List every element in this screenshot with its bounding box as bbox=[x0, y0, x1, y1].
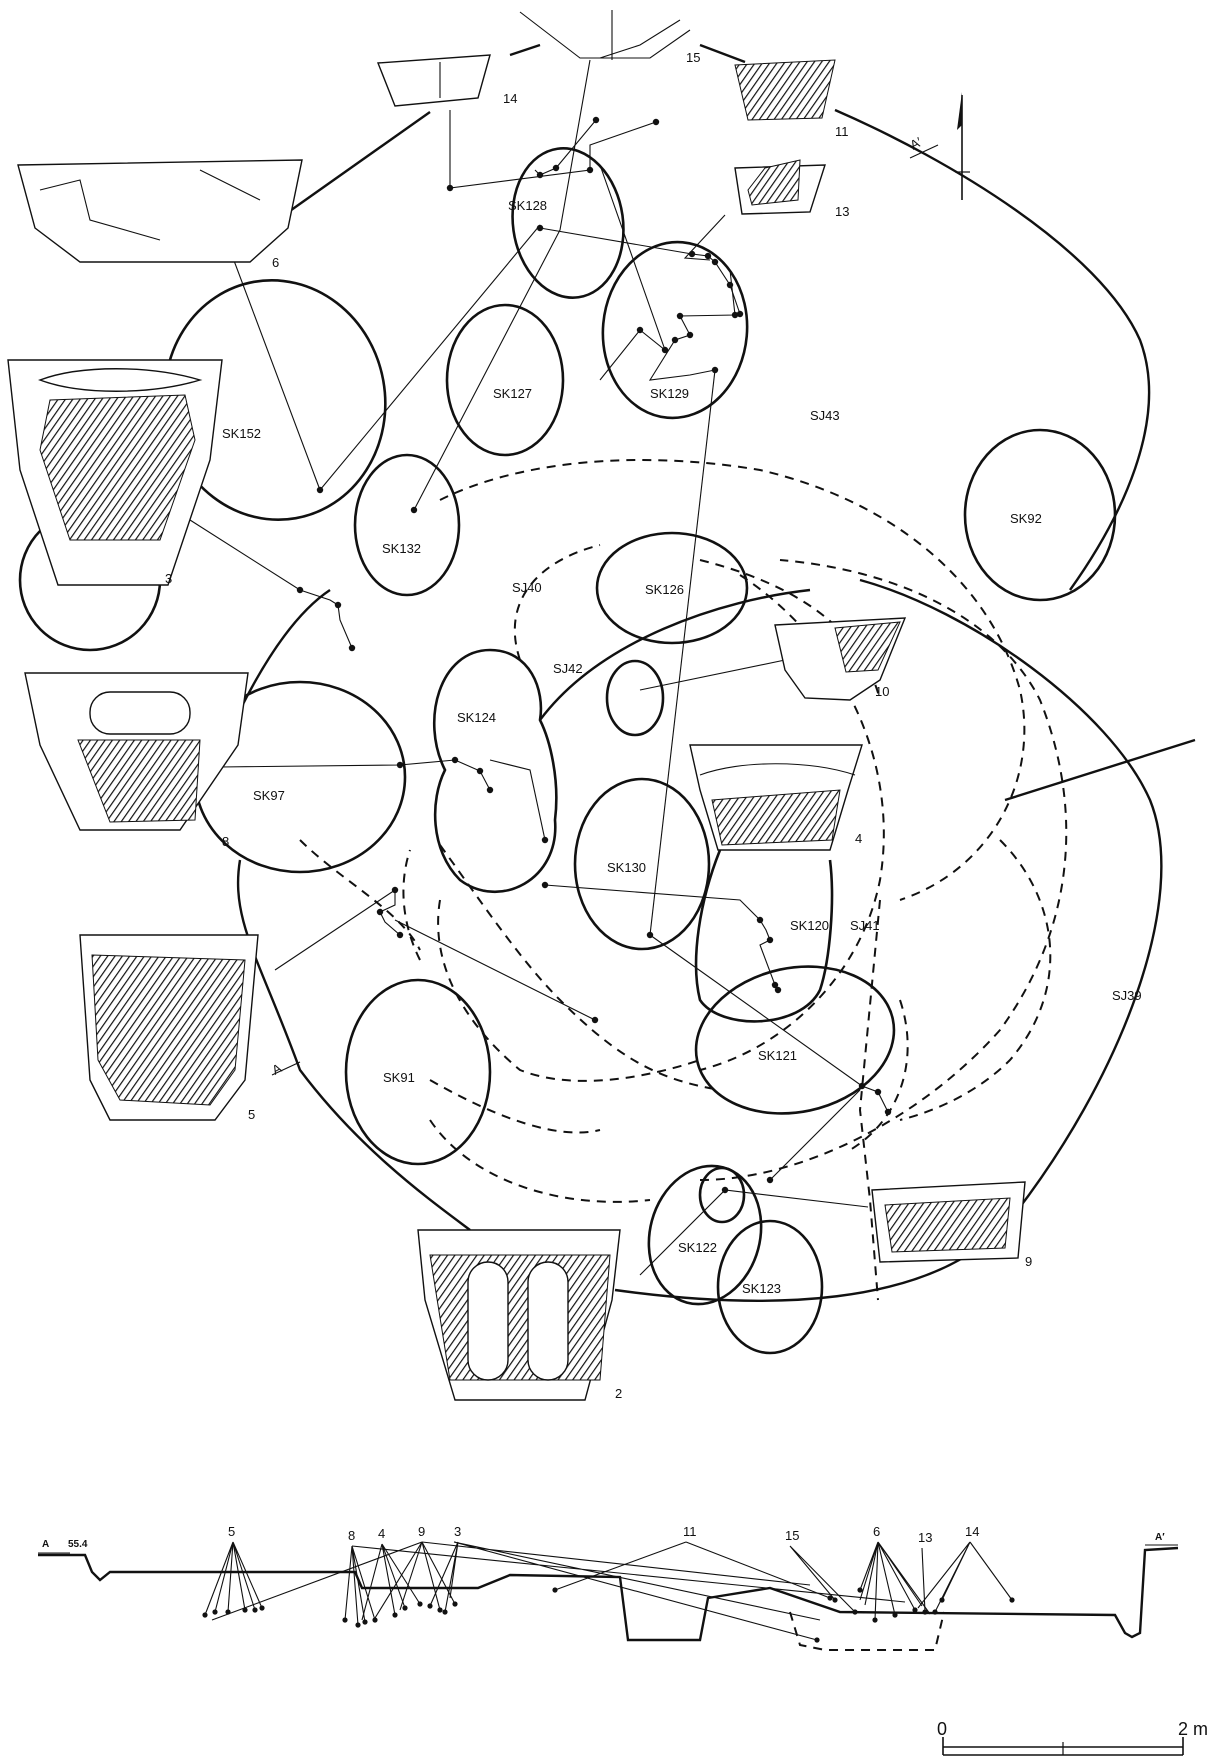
label-pot-15: 15 bbox=[686, 50, 700, 65]
pit-sk124 bbox=[432, 648, 558, 894]
pit-sk128 bbox=[511, 147, 625, 299]
scale-max: 2 m bbox=[1178, 1719, 1208, 1739]
label-pot-2: 2 bbox=[615, 1386, 622, 1401]
section-num-14: 14 bbox=[965, 1524, 979, 1539]
label-sj43: SJ43 bbox=[810, 408, 840, 423]
pit-labels: SK128 SK129 SK127 SK152 SK132 SK126 SK12… bbox=[222, 198, 1042, 1296]
section-label-left: A bbox=[42, 1539, 49, 1550]
label-pot-14: 14 bbox=[503, 91, 517, 106]
label-sk152: SK152 bbox=[222, 426, 261, 441]
section-num-8: 8 bbox=[348, 1528, 355, 1543]
label-sk122: SK122 bbox=[678, 1240, 717, 1255]
pit-sk132 bbox=[353, 453, 461, 597]
section-profile: A 55.4 A′ 5 8 4 9 3 11 15 6 13 14 bbox=[38, 1524, 1179, 1651]
pit-sk92 bbox=[963, 428, 1117, 602]
label-pot-6: 6 bbox=[272, 255, 279, 270]
label-sk126: SK126 bbox=[645, 582, 684, 597]
scale-bar: 0 2 m bbox=[937, 1719, 1208, 1756]
pottery-drawings bbox=[7, 10, 1026, 1401]
pit-sk121 bbox=[694, 965, 896, 1115]
label-sk128: SK128 bbox=[508, 198, 547, 213]
pit-sj42-small bbox=[605, 659, 665, 737]
section-marker-line-left bbox=[271, 1061, 301, 1076]
label-sj41: SJ41 bbox=[850, 918, 880, 933]
pit-sk127 bbox=[445, 303, 565, 457]
label-sj42: SJ42 bbox=[553, 661, 583, 676]
pit-sk123 bbox=[716, 1219, 824, 1355]
label-pot-5: 5 bbox=[248, 1107, 255, 1122]
pot-15 bbox=[519, 11, 691, 59]
section-num-3: 3 bbox=[454, 1524, 461, 1539]
section-elevation: 55.4 bbox=[68, 1539, 88, 1550]
section-num-11: 11 bbox=[683, 1524, 697, 1539]
pit-sk122-inner bbox=[698, 1166, 746, 1224]
section-num-6: 6 bbox=[873, 1524, 880, 1539]
label-pot-4: 4 bbox=[855, 831, 862, 846]
label-sk91: SK91 bbox=[383, 1070, 415, 1085]
section-marker-left: A bbox=[269, 1060, 284, 1077]
section-num-13: 13 bbox=[918, 1530, 932, 1545]
pit-sk130 bbox=[573, 777, 711, 951]
label-sk130: SK130 bbox=[607, 860, 646, 875]
label-sj40: SJ40 bbox=[512, 580, 542, 595]
label-pot-9: 9 bbox=[1025, 1254, 1032, 1269]
pit-sk91 bbox=[344, 978, 492, 1166]
section-num-9: 9 bbox=[418, 1524, 425, 1539]
section-num-15: 15 bbox=[785, 1528, 799, 1543]
label-sk124: SK124 bbox=[457, 710, 496, 725]
label-sk121: SK121 bbox=[758, 1048, 797, 1063]
section-num-4: 4 bbox=[378, 1526, 385, 1541]
pot-14 bbox=[376, 54, 491, 107]
section-marker-line-top bbox=[909, 144, 939, 159]
label-pot-11: 11 bbox=[835, 124, 849, 139]
feature-labels: SJ43 SJ40 SJ42 SJ41 SJ39 bbox=[512, 408, 1142, 1003]
label-sk123: SK123 bbox=[742, 1281, 781, 1296]
label-sk129: SK129 bbox=[650, 386, 689, 401]
find-dots bbox=[296, 116, 892, 1194]
pot-6 bbox=[17, 159, 303, 263]
pit-sk129 bbox=[601, 240, 749, 420]
pit-sk126 bbox=[595, 531, 749, 645]
label-sk97: SK97 bbox=[253, 788, 285, 803]
scale-zero: 0 bbox=[937, 1719, 947, 1739]
label-sk127: SK127 bbox=[493, 386, 532, 401]
label-sk120: SK120 bbox=[790, 918, 829, 933]
section-num-5: 5 bbox=[228, 1524, 235, 1539]
north-arrow-icon bbox=[955, 92, 970, 200]
join-lines bbox=[189, 59, 889, 1276]
label-sj39: SJ39 bbox=[1112, 988, 1142, 1003]
section-marker-top: A′ bbox=[907, 134, 924, 153]
feature-outlines bbox=[236, 43, 1196, 1302]
pottery-labels: 2 3 4 5 6 8 9 10 11 13 14 15 bbox=[165, 50, 1032, 1401]
label-pot-8: 8 bbox=[222, 834, 229, 849]
section-label-right: A′ bbox=[1155, 1532, 1165, 1543]
label-pot-3: 3 bbox=[165, 571, 172, 586]
label-sk92: SK92 bbox=[1010, 511, 1042, 526]
label-pot-13: 13 bbox=[835, 204, 849, 219]
label-pot-10: 10 bbox=[875, 684, 889, 699]
label-sk132: SK132 bbox=[382, 541, 421, 556]
pit-sk120 bbox=[694, 849, 834, 1023]
pot-11 bbox=[734, 59, 836, 121]
